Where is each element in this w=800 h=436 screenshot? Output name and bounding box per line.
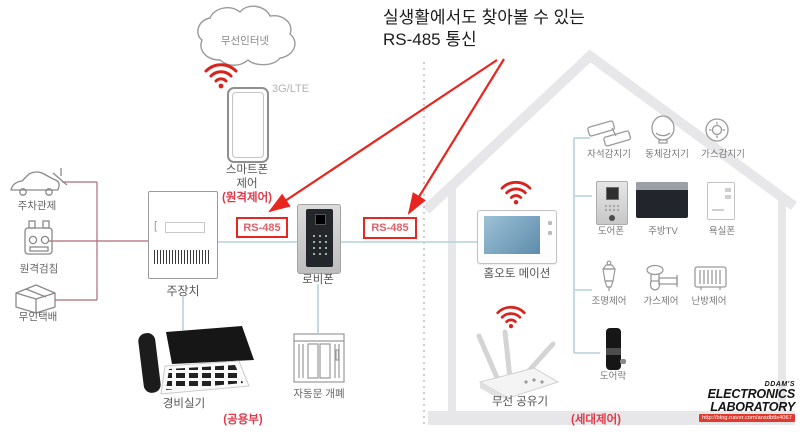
device-label-kitchen-tv: 주방TV <box>648 226 678 237</box>
page-title: 실생활에서도 찾아볼 수 있는 RS-485 통신 <box>383 7 585 52</box>
service-label-metering: 원격검침 <box>19 263 59 275</box>
device-label-door-phone: 도어폰 <box>597 226 625 237</box>
device-label-door-lock: 도어락 <box>599 371 627 382</box>
gas-control-icon <box>646 264 678 291</box>
gas-sensor-icon <box>705 118 729 142</box>
wallpad-label: 홈오토 메이션 <box>483 268 551 280</box>
smartphone-icon <box>227 87 269 163</box>
auto-door-icon <box>293 333 345 383</box>
smartphone-label-line2: 제어 <box>236 178 258 190</box>
logo-url: http://blog.naver.com/ansdbtls4067 <box>699 414 795 422</box>
title-line2: RS-485 통신 <box>383 30 477 50</box>
device-label-heat-control: 난방제어 <box>691 296 727 307</box>
motion-sensor-icon <box>651 115 675 144</box>
router-label: 무선 공유기 <box>491 396 549 408</box>
wifi-icon <box>500 180 532 205</box>
auto-door-label: 자동문 개폐 <box>293 388 345 400</box>
brand-logo: DDAM'S ELECTRONICS LABORATORY http://blo… <box>699 381 795 422</box>
kitchen-tv-icon <box>636 182 688 218</box>
smartphone-label-line1: 스마트폰 <box>225 164 269 176</box>
rs485-badge-1: RS-485 <box>236 217 288 238</box>
device-label-motion-sensor: 동체감지기 <box>645 149 689 160</box>
device-label-bath-phone: 욕실폰 <box>708 226 736 237</box>
title-line1: 실생활에서도 찾아볼 수 있는 <box>383 8 585 27</box>
device-label-gas-control: 가스제어 <box>643 296 679 307</box>
magnet-sensor-icon <box>587 120 632 147</box>
guard-phone-icon <box>138 326 254 395</box>
main-unit-icon: [ <box>148 191 218 279</box>
door-phone-icon <box>596 181 628 225</box>
cloud-icon: 무선인터넷 <box>197 5 296 66</box>
logo-line1: ELECTRONICS <box>707 387 796 401</box>
callout-arrows <box>268 58 505 215</box>
parking-icon <box>10 168 68 196</box>
remote-control-zone-label: (원격제어) <box>222 192 272 204</box>
wifi-icon <box>204 63 238 89</box>
logo-line2: LABORATORY <box>710 399 795 414</box>
device-label-gas-sensor: 가스감지기 <box>701 149 745 160</box>
service-connector-lines <box>48 181 148 301</box>
guard-phone-label: 경비실기 <box>162 398 206 410</box>
wallpad-icon <box>477 210 557 264</box>
cloud-label: 무선인터넷 <box>221 35 270 47</box>
unit-zone-label: (세대제어) <box>571 414 621 426</box>
parcel-icon <box>15 284 56 314</box>
lobby-phone-icon <box>297 204 341 274</box>
network-label: 3G/LTE <box>272 83 310 95</box>
logo-top: DDAM'S <box>764 381 795 388</box>
common-zone-label: (공용부) <box>223 414 263 426</box>
device-label-magnet-sensor: 자석감지기 <box>587 149 631 160</box>
light-control-icon <box>602 260 616 291</box>
heat-control-icon <box>694 266 727 290</box>
service-label-parking: 주차관제 <box>17 200 57 212</box>
wifi-icon <box>496 305 526 329</box>
door-lock-icon <box>603 328 627 372</box>
lobby-phone-label: 로비폰 <box>302 274 334 286</box>
bus-lines <box>182 137 600 354</box>
device-label-light-control: 조명제어 <box>591 296 627 307</box>
bath-phone-icon <box>707 182 735 220</box>
service-label-delivery: 무인택배 <box>18 311 58 323</box>
rs485-badge-2: RS-485 <box>363 217 417 239</box>
router-icon <box>476 329 560 398</box>
meter-icon <box>24 220 53 255</box>
main-unit-label: 주장치 <box>166 284 200 298</box>
